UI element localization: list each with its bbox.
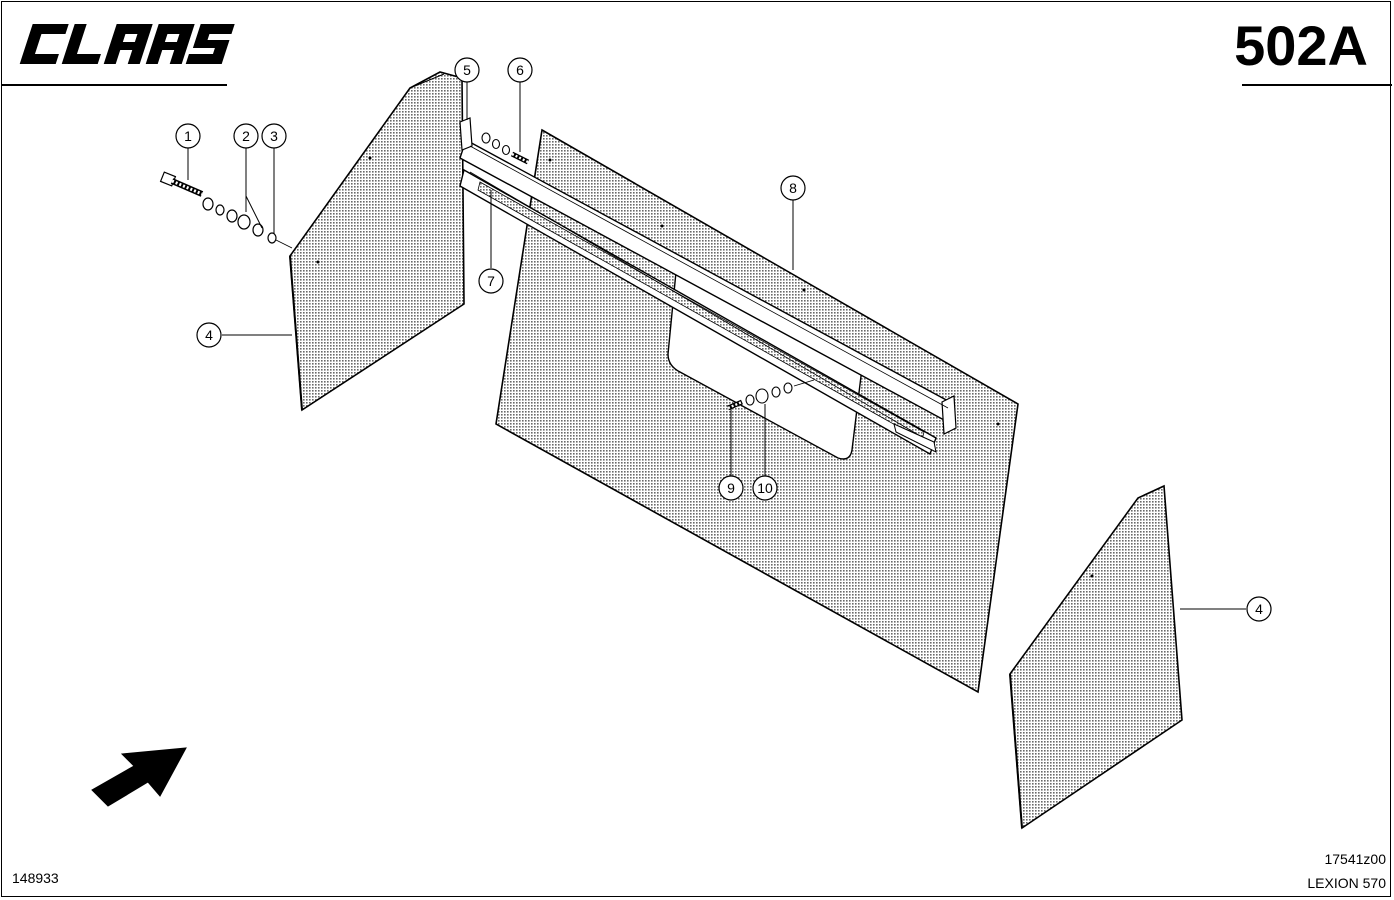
callout-bubbles bbox=[175, 57, 1272, 622]
leader-lines bbox=[187, 82, 1246, 610]
callout-circle bbox=[507, 57, 533, 83]
upper-rail bbox=[459, 117, 957, 435]
header-rule-right bbox=[1242, 84, 1392, 86]
callout-circle bbox=[752, 475, 778, 501]
fastener-set-left bbox=[159, 171, 293, 249]
page-code: 502A bbox=[1234, 14, 1368, 77]
callout-4-left: 4 bbox=[205, 327, 213, 343]
nut-part-3 bbox=[267, 232, 277, 244]
callout-9: 9 bbox=[727, 480, 735, 496]
side-panel-left bbox=[289, 71, 465, 412]
header-rule-left bbox=[1, 84, 227, 86]
callout-labels: 1 2 3 4 5 6 7 8 9 10 4 bbox=[184, 62, 1263, 617]
direction-arrow-icon bbox=[91, 747, 187, 807]
callout-circle bbox=[1246, 596, 1272, 622]
nut-part-2 bbox=[226, 209, 238, 223]
washer-part-2d bbox=[252, 223, 264, 237]
machine-model: LEXION 570 bbox=[1307, 875, 1386, 891]
side-panel-right bbox=[1009, 484, 1183, 830]
washer-part-2b bbox=[215, 204, 225, 216]
callout-10: 10 bbox=[757, 480, 773, 496]
fastener-set-top bbox=[481, 132, 530, 165]
callout-1: 1 bbox=[184, 128, 192, 144]
claas-logo bbox=[19, 24, 235, 64]
callout-circle bbox=[718, 475, 744, 501]
bolt-part-1 bbox=[159, 171, 204, 197]
callout-circle bbox=[780, 175, 806, 201]
callout-circle bbox=[478, 268, 504, 294]
washer-part-2c bbox=[237, 214, 251, 230]
callout-8: 8 bbox=[789, 180, 797, 196]
fastener-set-bottom bbox=[727, 379, 815, 411]
callout-3: 3 bbox=[270, 128, 278, 144]
callout-6: 6 bbox=[516, 62, 524, 78]
callout-4-right: 4 bbox=[1255, 601, 1263, 617]
callout-circle bbox=[261, 123, 287, 149]
callout-7: 7 bbox=[487, 273, 495, 289]
callout-circle bbox=[233, 123, 259, 149]
callout-2: 2 bbox=[242, 128, 250, 144]
callout-circle bbox=[175, 123, 201, 149]
callout-circle bbox=[454, 57, 480, 83]
callout-5: 5 bbox=[463, 62, 471, 78]
drawing-number: 17541z00 bbox=[1324, 851, 1386, 867]
lower-channel bbox=[459, 168, 937, 456]
figure-id: 148933 bbox=[12, 870, 59, 886]
callout-circle bbox=[196, 322, 222, 348]
washer-part-2a bbox=[202, 197, 214, 211]
